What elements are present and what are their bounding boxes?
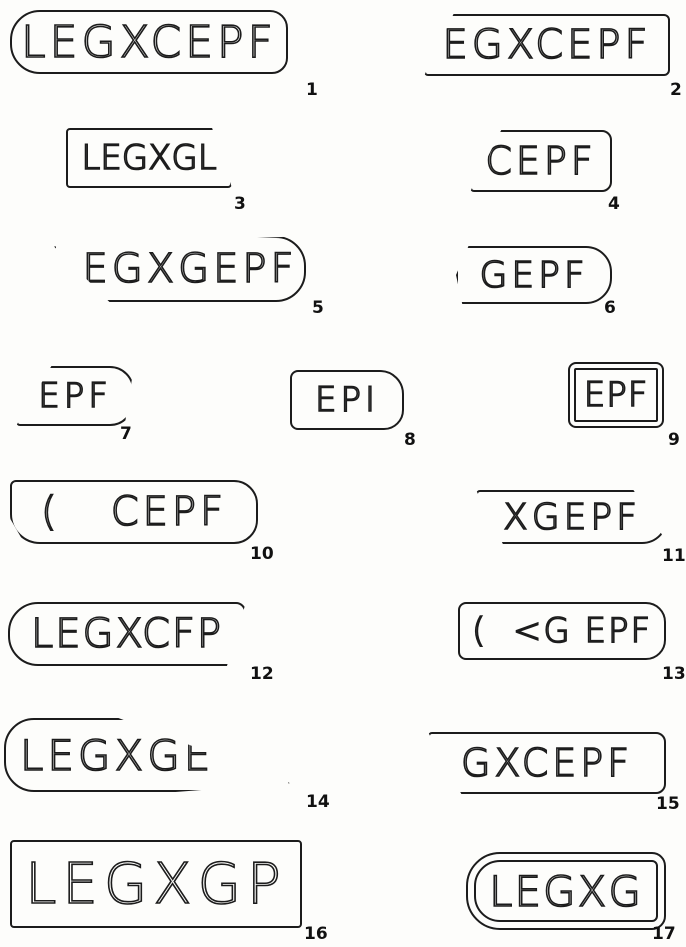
stamp-fragment-11: XGEPF (476, 490, 668, 544)
stamp-text-9: EPF (583, 374, 649, 416)
stamp-text-8: EPI (314, 379, 379, 421)
figure-number-2: 2 (670, 80, 682, 100)
figure-number-3: 3 (234, 194, 246, 214)
stamp-text-17: LEGXG (488, 866, 643, 917)
stamp-fragment-16: LEGXGP (10, 840, 302, 928)
stamp-text-6: GEPF (479, 254, 589, 297)
stamp-text-3: LEGXGL (81, 137, 218, 179)
stamp-fragment-3: LEGXGL (66, 128, 232, 188)
figure-number-4: 4 (608, 194, 620, 214)
stamp-text-15: GXCEPF (460, 740, 634, 786)
stamp-fragment-10: ( CEPF (10, 480, 258, 544)
figure-number-15: 15 (656, 794, 680, 814)
stamp-text-16: LEGXGP (24, 851, 287, 918)
figure-number-6: 6 (604, 298, 616, 318)
stamp-fragment-2: EGXCEPF (424, 14, 670, 76)
stamp-text-4: CEPF (485, 138, 597, 184)
figure-number-17: 17 (652, 924, 676, 944)
stamp-text-14: LEGXGE (19, 730, 215, 781)
stamp-fragment-4: CEPF (470, 130, 612, 192)
figure-number-14: 14 (306, 792, 330, 812)
figure-number-16: 16 (304, 924, 328, 944)
stamp-fragment-7: EPF (16, 366, 134, 426)
stamp-fragment-8: EPI (290, 370, 404, 430)
stamp-text-12: LEGXCFP (30, 610, 224, 658)
stamp-fragment-12: LEGXCFP (8, 602, 246, 666)
stamp-fragment-17: LEGXG (466, 852, 666, 930)
figure-number-13: 13 (662, 664, 686, 684)
stamp-text-7: EPF (37, 375, 112, 417)
stamp-fragment-9: EPF (568, 362, 664, 428)
stamp-fragment-6: GEPF (456, 246, 612, 304)
stamp-text-11: XGEPF (502, 496, 641, 539)
stamp-text-10: ( CEPF (40, 488, 228, 536)
stamp-text-5: EGXGEPF (82, 245, 298, 293)
figure-number-5: 5 (312, 298, 324, 318)
stamp-fragment-5: EGXGEPF (54, 236, 306, 302)
figure-number-7: 7 (120, 424, 132, 444)
stamp-text-1: LEGXCEPF (20, 16, 277, 69)
figure-number-1: 1 (306, 80, 318, 100)
stamp-fragment-15: GXCEPF (428, 732, 666, 794)
figure-number-11: 11 (662, 546, 686, 566)
figure-number-9: 9 (668, 430, 680, 450)
stamp-fragment-13: ( <G EPF (458, 602, 666, 660)
figure-number-12: 12 (250, 664, 274, 684)
stamp-text-13: ( <G EPF (471, 610, 653, 652)
figure-number-8: 8 (404, 430, 416, 450)
stamp-fragment-1: LEGXCEPF (10, 10, 288, 74)
stamp-text-2: EGXCEPF (442, 21, 652, 69)
stamp-fragment-14: LEGXGE (4, 718, 290, 792)
figure-number-10: 10 (250, 544, 274, 564)
